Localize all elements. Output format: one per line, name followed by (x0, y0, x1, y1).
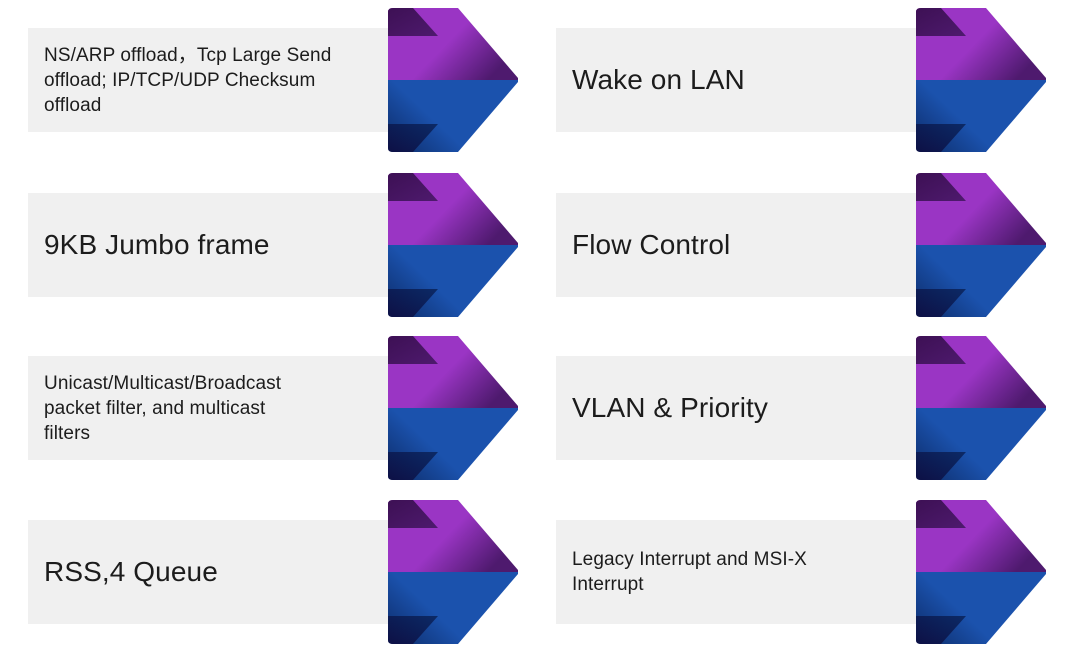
arrow-bottom-fold (916, 616, 966, 644)
chevron-arrow-icon (388, 336, 518, 480)
item-label: Flow Control (572, 229, 731, 260)
arrow-top-fold (388, 336, 438, 364)
arrow-top-fold (916, 173, 966, 201)
arrow-bottom-fold (388, 452, 438, 480)
label-plate[interactable]: Legacy Interrupt and MSI-X Interrupt (556, 520, 946, 624)
label-plate[interactable]: Unicast/Multicast/Broadcast packet filte… (28, 356, 418, 460)
arrow-top-fold (388, 8, 438, 36)
arrow-bottom-fold (388, 616, 438, 644)
arrow-top-half (388, 500, 518, 572)
label-plate[interactable]: Flow Control (556, 193, 946, 297)
arrow-bottom-half (388, 80, 518, 152)
chevron-arrow-icon (916, 173, 1046, 317)
item-label: Wake on LAN (572, 64, 745, 95)
chevron-arrow-icon (388, 8, 518, 152)
arrow-bottom-half (388, 572, 518, 644)
arrow-bottom-half (916, 572, 1046, 644)
arrow-top-half (388, 173, 518, 245)
arrow-top-half (916, 173, 1046, 245)
arrow-bottom-half (916, 245, 1046, 317)
arrow-top-fold (388, 173, 438, 201)
arrow-top-fold (388, 500, 438, 528)
arrow-top-half (916, 336, 1046, 408)
item-label: VLAN & Priority (572, 392, 768, 423)
label-plate[interactable]: Wake on LAN (556, 28, 946, 132)
arrow-bottom-fold (916, 452, 966, 480)
arrow-bottom-fold (916, 124, 966, 152)
arrow-top-fold (916, 8, 966, 36)
arrow-bottom-half (916, 80, 1046, 152)
arrow-bottom-half (916, 408, 1046, 480)
arrow-top-half (388, 8, 518, 80)
arrow-bottom-half (388, 408, 518, 480)
label-plate[interactable]: NS/ARP offload，Tcp Large Send offload; I… (28, 28, 418, 132)
chevron-arrow-icon (916, 8, 1046, 152)
chevron-arrow-icon (916, 500, 1046, 644)
item-label: Unicast/Multicast/Broadcast packet filte… (44, 372, 282, 444)
label-plate[interactable]: VLAN & Priority (556, 356, 946, 460)
item-label: RSS,4 Queue (44, 556, 218, 587)
arrow-bottom-fold (388, 124, 438, 152)
chevron-arrow-icon (388, 500, 518, 644)
arrow-bottom-fold (388, 289, 438, 317)
item-label: NS/ARP offload，Tcp Large Send offload; I… (44, 44, 332, 116)
arrow-top-half (916, 500, 1046, 572)
label-plate[interactable]: 9KB Jumbo frame (28, 193, 418, 297)
arrow-bottom-half (388, 245, 518, 317)
chevron-arrow-icon (916, 336, 1046, 480)
arrow-top-fold (916, 500, 966, 528)
arrow-top-half (388, 336, 518, 408)
arrow-top-fold (916, 336, 966, 364)
chevron-arrow-icon (388, 173, 518, 317)
arrow-top-half (916, 8, 1046, 80)
item-label: 9KB Jumbo frame (44, 229, 270, 260)
item-label: Legacy Interrupt and MSI-X Interrupt (572, 549, 807, 595)
label-plate[interactable]: RSS,4 Queue (28, 520, 418, 624)
arrow-bottom-fold (916, 289, 966, 317)
